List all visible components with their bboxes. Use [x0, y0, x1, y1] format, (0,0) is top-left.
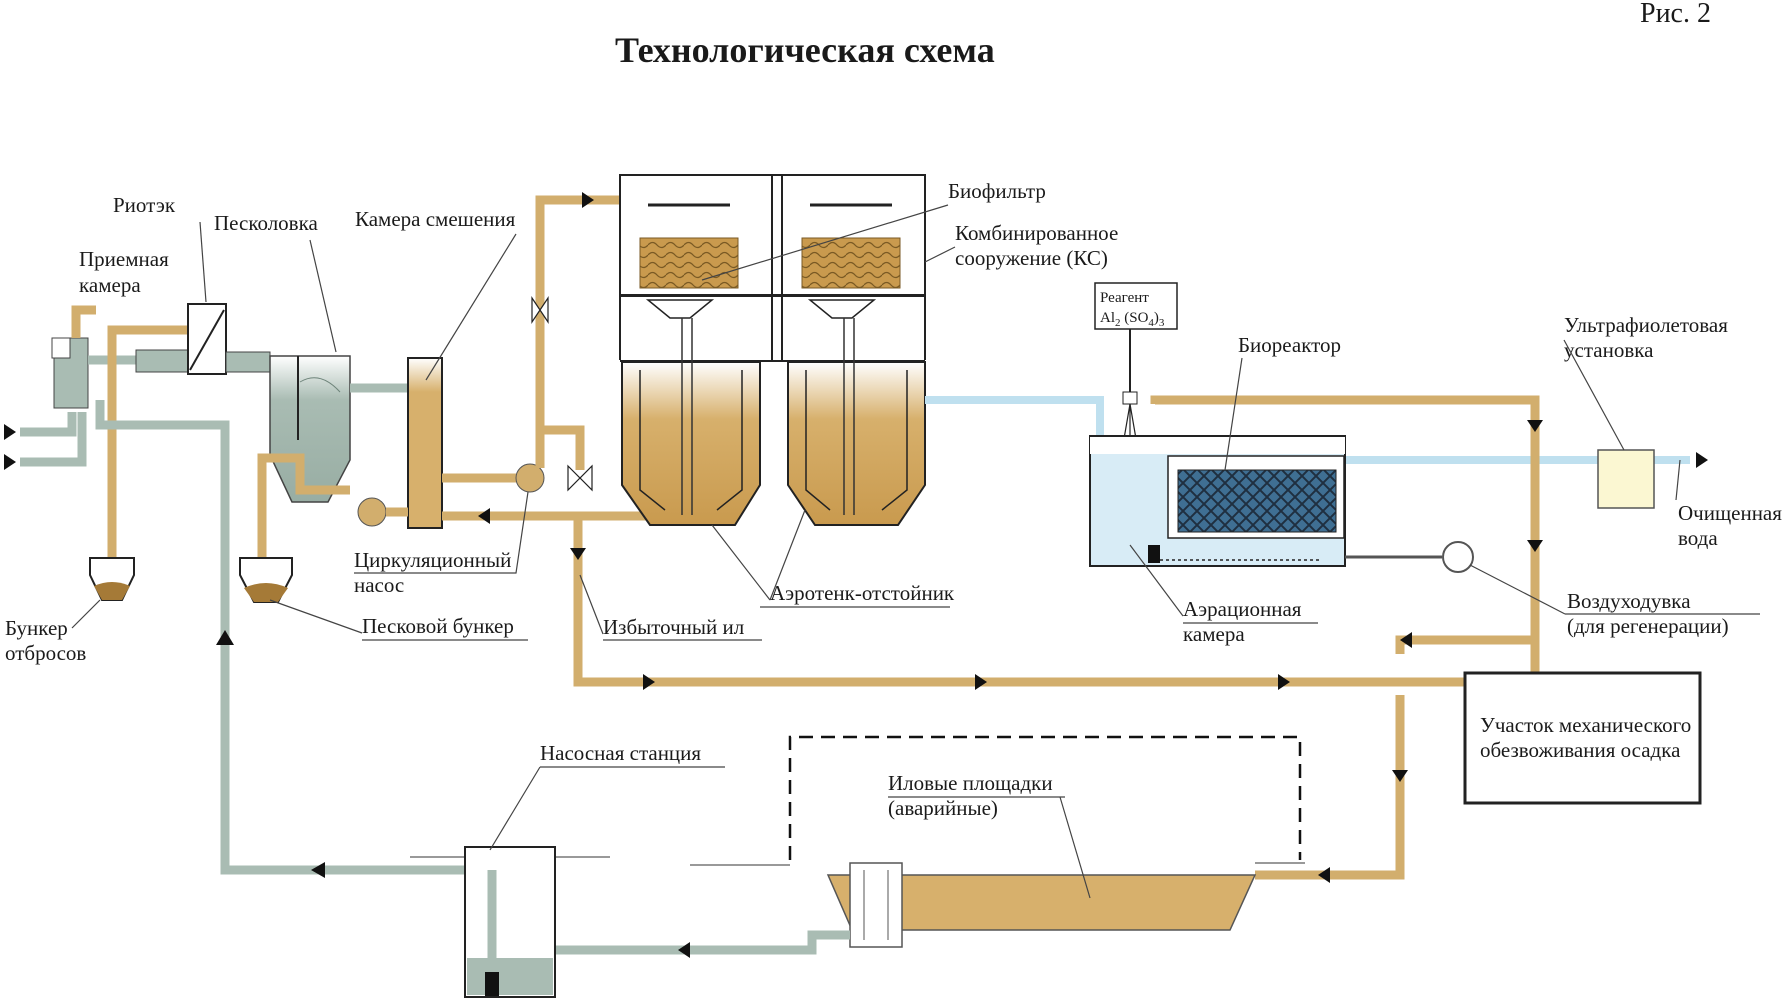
sludge-beds — [552, 735, 1305, 958]
label-dewatering-1: Участок механического — [1480, 713, 1691, 737]
label-biofilter: Биофильтр — [948, 179, 1046, 203]
label-waste-bunker-1: Бункер — [5, 616, 68, 640]
label-uv-1: Ультрафиолетовая — [1564, 313, 1728, 337]
inlet-arrow-1 — [4, 424, 16, 440]
label-circulation-pump-2: насос — [354, 573, 404, 597]
excess-sludge-arrow-down — [570, 548, 586, 560]
label-pump-station: Насосная станция — [540, 741, 701, 765]
label-reagent: Реагент — [1100, 290, 1149, 306]
recirc-arrow-left — [311, 862, 325, 878]
diagram-title: Технологическая схема — [615, 30, 995, 70]
valve-bottom — [567, 464, 593, 492]
label-sand-bunker: Песковой бункер — [362, 614, 514, 638]
label-combined-1: Комбинированное — [955, 221, 1118, 245]
label-combined-2: сооружение (КС) — [955, 246, 1108, 270]
label-treated-water-1: Очищенная — [1678, 501, 1782, 525]
circulation-pump — [515, 192, 1470, 690]
return-arrow — [478, 508, 490, 524]
label-reagent-formula: Al2 (SO4)3 — [1100, 310, 1165, 329]
combined-structure — [619, 174, 926, 526]
label-circulation-pump-1: Циркуляционный — [354, 548, 511, 572]
inlet-arrow-2 — [4, 454, 16, 470]
receiving-chamber — [51, 305, 140, 409]
label-blower-1: Воздуходувка — [1567, 589, 1691, 613]
uv-unit — [1597, 449, 1655, 509]
label-sludge-beds-1: Иловые площадки — [888, 771, 1053, 795]
label-receiving-chamber-1: Приемная — [79, 247, 169, 271]
label-riotek: Риотэк — [113, 193, 176, 217]
label-dewatering-2: обезвоживания осадка — [1480, 738, 1681, 762]
label-aerotank: Аэротенк-отстойник — [770, 581, 955, 605]
recirc-arrow-up — [216, 630, 234, 645]
valve-top — [531, 296, 549, 324]
riotek-screen — [135, 303, 271, 375]
label-treated-water-2: вода — [1678, 526, 1718, 550]
mixing-chamber — [386, 357, 690, 529]
label-aeration-1: Аэрационная — [1183, 597, 1302, 621]
label-sludge-beds-2: (аварийные) — [888, 796, 998, 820]
waste-bunker — [89, 557, 135, 601]
label-waste-bunker-2: отбросов — [5, 641, 86, 665]
pump-station — [410, 846, 610, 998]
air-blower — [1345, 541, 1474, 573]
screenings-pipe — [107, 325, 190, 560]
label-mixing-chamber: Камера смешения — [355, 207, 516, 231]
label-uv-2: установка — [1564, 338, 1654, 362]
label-blower-2: (для регенерации) — [1567, 614, 1729, 638]
label-sand-trap: Песколовка — [214, 211, 318, 235]
label-excess-sludge: Избыточный ил — [603, 615, 744, 639]
figure-number: Рис. 2 — [1640, 0, 1711, 29]
sand-trap — [257, 355, 408, 560]
label-receiving-chamber-2: камера — [79, 273, 141, 297]
label-aeration-2: камера — [1183, 622, 1245, 646]
dewatering-block — [1255, 632, 1702, 883]
sand-bunker — [239, 557, 293, 603]
treated-water-arrow — [1696, 452, 1708, 468]
bioreactor — [1167, 455, 1345, 539]
inlet-pipes — [4, 412, 87, 470]
label-bioreactor: Биореактор — [1238, 333, 1341, 357]
